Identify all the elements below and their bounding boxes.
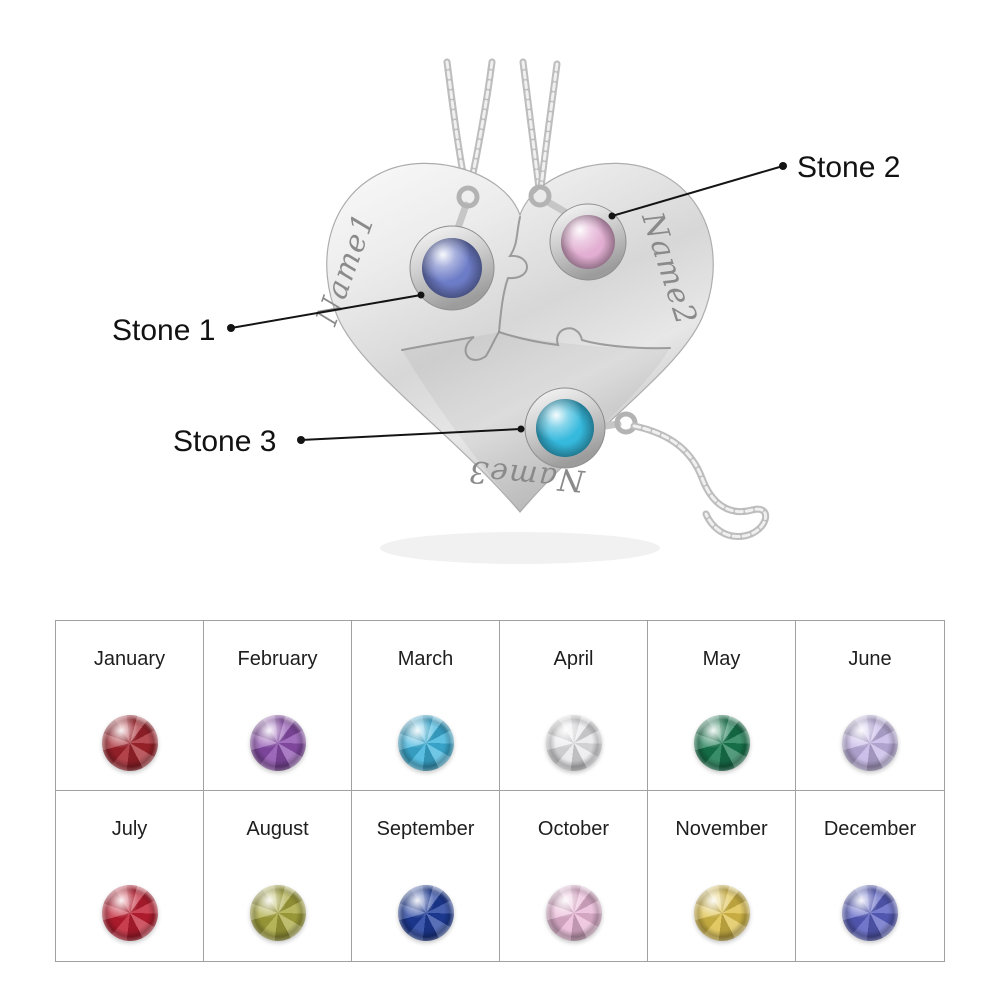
month-label: April: [553, 648, 594, 670]
birthstone-cell-july: July: [56, 791, 204, 961]
gem-october-icon: [545, 885, 602, 941]
gem-january-icon: [101, 715, 158, 771]
gem-november-icon: [693, 885, 750, 941]
birthstone-cell-august: August: [204, 791, 352, 961]
stone3-callout: Stone 3: [173, 425, 525, 458]
month-label: May: [702, 648, 741, 670]
gem-august-icon: [249, 885, 306, 941]
birthstone-cell-september: September: [352, 791, 500, 961]
gem-february-icon: [249, 715, 306, 771]
month-label: October: [537, 818, 610, 840]
birthstone-cell-november: November: [648, 791, 796, 961]
birthstone-cell-march: March: [352, 621, 500, 791]
birthstone-cell-december: December: [796, 791, 944, 961]
birthstone-cell-april: April: [500, 621, 648, 791]
birthstone-cell-june: June: [796, 621, 944, 791]
pendant-shadow: [380, 532, 660, 564]
month-label: August: [246, 818, 309, 840]
month-label: January: [93, 648, 166, 670]
month-label: February: [237, 648, 318, 670]
month-label: September: [376, 818, 475, 840]
pendant-stone-3: [524, 387, 606, 469]
month-label: December: [823, 818, 917, 840]
heart-puzzle-pendant: Name1 Name2 Name3: [112, 58, 900, 564]
birthstone-chart: January February March April May June Ju…: [55, 620, 945, 962]
gem-september-icon: [397, 885, 454, 941]
gem-april-icon: [545, 715, 602, 771]
gem-may-icon: [693, 715, 750, 771]
bottom-chain: [630, 422, 770, 540]
puzzle-seams: [401, 216, 671, 361]
gem-march-icon: [397, 715, 454, 771]
stone3-label: Stone 3: [173, 425, 276, 458]
gem-june-icon: [842, 715, 898, 771]
birthstone-cell-january: January: [56, 621, 204, 791]
pendant-stone-2: [549, 203, 627, 281]
month-label: June: [848, 648, 892, 670]
birthstone-cell-may: May: [648, 621, 796, 791]
stone2-callout: Stone 2: [608, 151, 900, 220]
stone1-label: Stone 1: [112, 314, 215, 347]
pendant-stone-1: [409, 225, 495, 311]
birthstone-cell-february: February: [204, 621, 352, 791]
stone2-label: Stone 2: [797, 151, 900, 184]
month-label: November: [675, 818, 768, 840]
month-label: July: [111, 818, 148, 840]
stone1-callout: Stone 1: [112, 291, 425, 347]
month-label: March: [397, 648, 454, 670]
gem-july-icon: [101, 885, 158, 941]
birthstone-cell-october: October: [500, 791, 648, 961]
gem-december-icon: [842, 885, 898, 941]
